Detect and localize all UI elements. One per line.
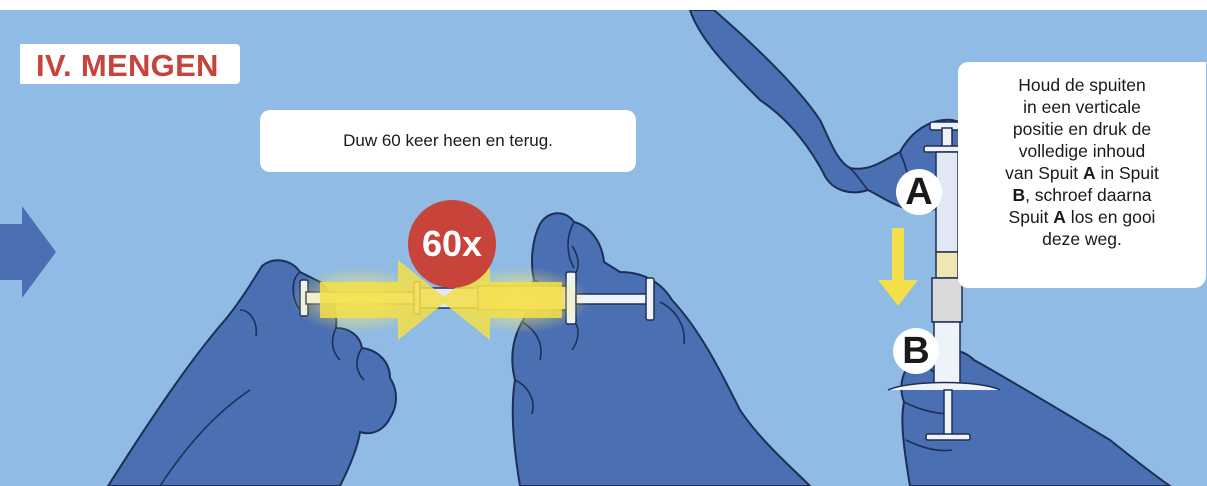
arrow-down-icon xyxy=(878,228,918,306)
instruction-text: in Spuit xyxy=(1096,163,1159,183)
instruction-text: Spuit xyxy=(1009,207,1054,227)
section-title: IV. MENGEN xyxy=(36,48,219,84)
instruction-emphasis: B xyxy=(1012,185,1025,205)
instruction-text: van Spuit xyxy=(1005,163,1083,183)
mixing-step-panel: IV. MENGEN Duw 60 keer heen en terug. 60… xyxy=(0,10,1207,486)
instruction-text: , schroef daarna xyxy=(1025,185,1151,205)
syringe-a-label: A xyxy=(896,169,942,215)
instruction-line: volledige inhoud xyxy=(958,140,1206,162)
instruction-text: positie en druk de xyxy=(1013,119,1151,139)
instruction-line: positie en druk de xyxy=(958,118,1206,140)
repeat-count-badge: 60x xyxy=(408,200,496,288)
instruction-line: Spuit A los en gooi xyxy=(958,206,1206,228)
instruction-text: deze weg. xyxy=(1042,229,1122,249)
instruction-text: Houd de spuiten xyxy=(1018,75,1145,95)
instruction-emphasis: A xyxy=(1053,207,1066,227)
instruction-line: B, schroef daarna xyxy=(958,184,1206,206)
right-glove xyxy=(512,213,810,486)
syringe-b-label: B xyxy=(893,328,939,374)
instruction-line: van Spuit A in Spuit xyxy=(958,162,1206,184)
instruction-text: volledige inhoud xyxy=(1019,141,1146,161)
instruction-callout-left: Duw 60 keer heen en terug. xyxy=(260,110,636,172)
instruction-text: in een verticale xyxy=(1023,97,1141,117)
instruction-line: Houd de spuiten xyxy=(958,74,1206,96)
instruction-line: deze weg. xyxy=(958,228,1206,250)
instruction-emphasis: A xyxy=(1083,163,1096,183)
arrow-right-icon xyxy=(0,206,56,298)
instruction-text: los en gooi xyxy=(1066,207,1156,227)
instruction-line: in een verticale xyxy=(958,96,1206,118)
